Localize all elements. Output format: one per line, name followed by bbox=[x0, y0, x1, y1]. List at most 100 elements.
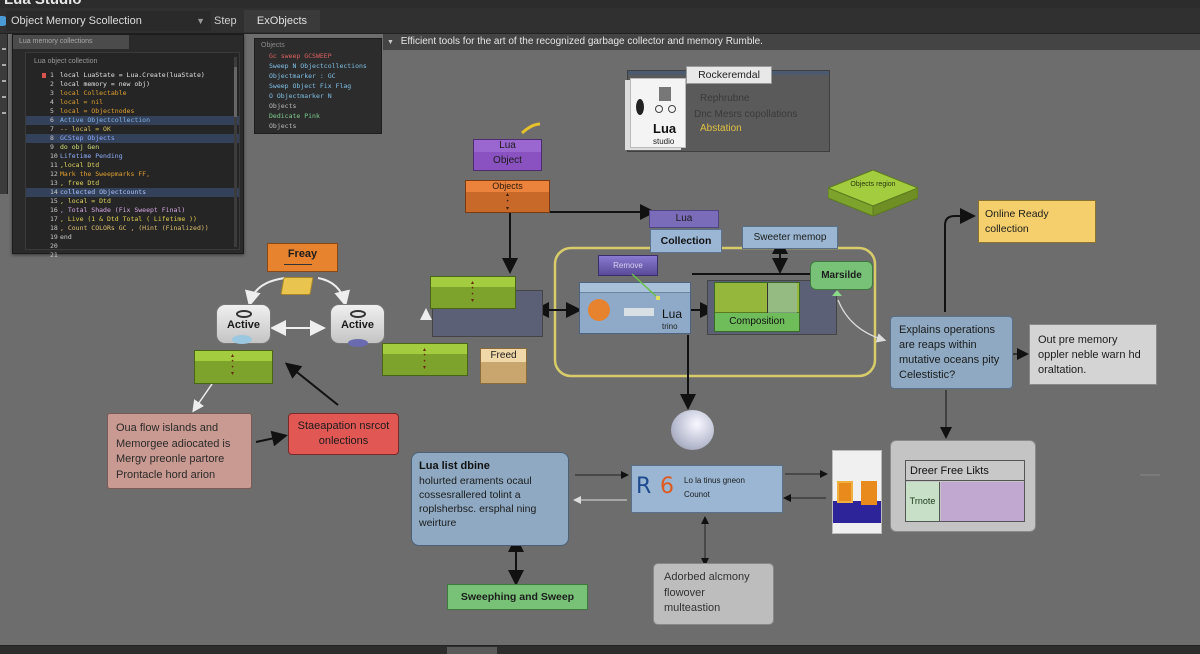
storage-cube-icon bbox=[832, 450, 882, 534]
cube-ring-left bbox=[655, 105, 663, 113]
code-text: , local = Dtd bbox=[60, 197, 111, 205]
autocomplete-item[interactable]: Objectmarker : GC bbox=[269, 72, 336, 80]
remove-node[interactable]: Remove bbox=[598, 255, 658, 276]
sweeter-memory-node[interactable]: Sweeter memop bbox=[742, 226, 838, 249]
out-pre-memory-node[interactable]: Out pre memory oppler neble warn hd oral… bbox=[1029, 324, 1157, 385]
code-text: Active Objectcollection bbox=[60, 116, 151, 124]
tab-exobjects[interactable]: ExObjects bbox=[244, 10, 320, 32]
autocomplete-item[interactable]: Sweep Object Fix Flag bbox=[269, 82, 352, 90]
lua-collection-node[interactable]: Lua bbox=[649, 210, 719, 228]
lua-collection-label[interactable]: Collection bbox=[650, 229, 722, 253]
line-number: 13 bbox=[50, 179, 58, 187]
lua-trino-node[interactable]: Lua trino bbox=[579, 282, 691, 334]
collapse-triangle-icon[interactable]: ▼ bbox=[387, 39, 394, 46]
card-tab[interactable]: Rockeremdal bbox=[686, 66, 772, 84]
autocomplete-item[interactable]: Objects bbox=[269, 102, 297, 110]
lua-list-node[interactable]: Lua list dbine holurted eraments ocaul c… bbox=[411, 452, 569, 546]
green-block-lower[interactable]: ▴••▾ bbox=[382, 343, 468, 376]
code-line[interactable]: 16 , Total Shade (Fix Sweept Final) bbox=[26, 206, 239, 215]
lua-object-label: Object bbox=[493, 155, 522, 166]
code-line[interactable]: 11 ,local Dtd bbox=[26, 161, 239, 170]
online-ready-node[interactable]: Online Ready collection bbox=[978, 200, 1096, 243]
autocomplete-item[interactable]: Objects bbox=[269, 122, 297, 130]
code-line[interactable]: 7 -- local = OK bbox=[26, 125, 239, 134]
code-line[interactable]: 13 , free Dtd bbox=[26, 179, 239, 188]
gc-line-2: Counot bbox=[684, 490, 710, 499]
bottom-tab[interactable] bbox=[447, 647, 497, 654]
deeper-free-fill bbox=[941, 482, 1024, 521]
code-text: , Total Shade (Fix Sweept Final) bbox=[60, 206, 186, 214]
code-editor-panel: Lua memory collections Lua object collec… bbox=[12, 34, 244, 259]
code-text: Lifetime Pending bbox=[60, 152, 123, 160]
status-dot-icon bbox=[0, 16, 8, 26]
objects-orange-block[interactable]: Objects ▴•▾ bbox=[465, 180, 550, 213]
active-node-right[interactable]: Active bbox=[330, 304, 385, 344]
deeper-free-container[interactable]: Dreer Free Likts Trnote bbox=[890, 440, 1036, 532]
card-line-1: Rephrubne bbox=[700, 93, 750, 104]
scroll-thumb[interactable] bbox=[234, 67, 237, 117]
green-block-left[interactable]: ▴••▾ bbox=[194, 350, 273, 384]
lua-object-node[interactable]: Lua Object bbox=[473, 139, 542, 171]
code-line[interactable]: 10 Lifetime Pending bbox=[26, 152, 239, 161]
tool-icon[interactable] bbox=[2, 112, 6, 114]
code-text: end bbox=[60, 233, 72, 241]
gc-line-1: Lo la tinus gneon bbox=[684, 476, 745, 485]
cube-screen bbox=[659, 87, 671, 101]
active-left-base-icon bbox=[232, 335, 252, 344]
separation-node[interactable]: Staeapation nsrcot onlections bbox=[288, 413, 399, 455]
breakpoint-icon[interactable] bbox=[42, 73, 46, 78]
objects-region-slab[interactable]: Objects region bbox=[826, 169, 920, 218]
code-line[interactable]: 9 do obj Gen bbox=[26, 143, 239, 152]
code-line[interactable]: 21 bbox=[26, 251, 239, 260]
lua-trino-title: Lua bbox=[662, 307, 683, 321]
flow-islands-node[interactable]: Oua flow islands and Memorgee adiocated … bbox=[107, 413, 252, 489]
tool-icon[interactable] bbox=[2, 64, 6, 66]
code-text: local = Objectnodes bbox=[60, 107, 135, 115]
code-editor-tab[interactable]: Lua memory collections bbox=[13, 35, 129, 49]
code-scrollbar[interactable] bbox=[234, 57, 237, 247]
code-line[interactable]: 20 bbox=[26, 242, 239, 251]
autocomplete-item[interactable]: O Objectmarker N bbox=[269, 92, 332, 100]
arrow-freay-to-active-right bbox=[317, 277, 350, 307]
step-button[interactable]: Step bbox=[214, 15, 237, 27]
line-number: 11 bbox=[50, 161, 58, 169]
line-number: 14 bbox=[50, 188, 58, 196]
lua-object-top: Lua bbox=[474, 140, 541, 152]
tool-icon[interactable] bbox=[2, 96, 6, 98]
freay-node[interactable]: Freay bbox=[267, 243, 338, 272]
code-line[interactable]: 18 , Count COLORs GC , (Hint (Finalized)… bbox=[26, 224, 239, 233]
line-number: 4 bbox=[50, 98, 54, 106]
adorbed-node[interactable]: Adorbed alcmony flowover multeastion bbox=[653, 563, 774, 625]
code-line[interactable]: 15 , local = Dtd bbox=[26, 197, 239, 206]
swoosh-decoration bbox=[520, 122, 541, 135]
tool-icon[interactable] bbox=[2, 80, 6, 82]
tool-icon[interactable] bbox=[2, 48, 6, 50]
sweeping-node[interactable]: Sweephing and Sweep bbox=[447, 584, 588, 610]
code-line[interactable]: 17 , Live (1 & Dtd Total ( Lifetime )) bbox=[26, 215, 239, 224]
object-select-dropdown[interactable]: Object Memory Scollection ▼ bbox=[6, 11, 211, 31]
marsilde-node[interactable]: Marsilde bbox=[810, 261, 873, 290]
sphere-node[interactable] bbox=[671, 410, 714, 450]
explains-node[interactable]: Explains operations are reaps within mut… bbox=[890, 316, 1013, 389]
gc-node[interactable]: R 6 Lo la tinus gneon Counot bbox=[631, 465, 783, 513]
code-text: collected Objectcounts bbox=[60, 188, 147, 196]
autocomplete-item[interactable]: Sweep N Objectcollections bbox=[269, 62, 367, 70]
line-number: 12 bbox=[50, 170, 58, 178]
autocomplete-item[interactable]: Gc sweep GCSWEEP bbox=[269, 52, 332, 60]
line-number: 20 bbox=[50, 242, 58, 250]
autocomplete-item[interactable]: Dedicate Pink bbox=[269, 112, 320, 120]
green-block-top bbox=[195, 351, 272, 361]
freed-node[interactable]: Freed bbox=[480, 348, 527, 384]
composition-node[interactable]: Composition bbox=[714, 282, 800, 332]
